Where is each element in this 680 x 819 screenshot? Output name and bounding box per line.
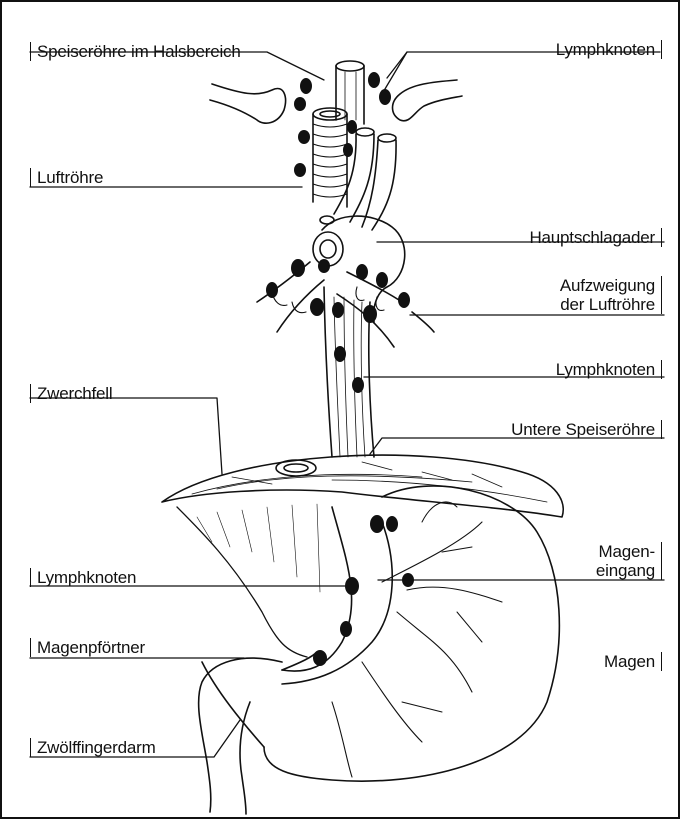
label-lymph-nodes-low: Lymphknoten <box>30 568 136 587</box>
abdominal-cavity <box>177 504 320 657</box>
label-bifurcation-line2: der Luftröhre <box>560 295 655 314</box>
label-stomach: Magen <box>604 652 662 671</box>
label-lymph-nodes-top: Lymphknoten <box>556 40 662 59</box>
label-bifurcation: Aufzweigung der Luftröhre <box>560 276 662 314</box>
label-bifurcation-line1: Aufzweigung <box>560 276 655 295</box>
label-cardia: Magen- eingang <box>596 542 662 580</box>
label-pylorus: Magenpförtner <box>30 638 145 657</box>
trachea-rings <box>313 124 347 197</box>
diaphragm <box>162 455 563 517</box>
label-aorta: Hauptschlagader <box>529 228 662 247</box>
label-duodenum: Zwölffingerdarm <box>30 738 156 757</box>
label-cardia-line1: Magen- <box>596 542 655 561</box>
label-cervical-esophagus: Speiseröhre im Halsbereich <box>30 42 241 61</box>
duodenum <box>199 658 282 814</box>
label-lymph-nodes-mid: Lymphknoten <box>556 360 662 379</box>
esophagus-trachea <box>313 61 396 230</box>
label-diaphragm: Zwerchfell <box>30 384 112 403</box>
label-lower-esophagus: Untere Speiseröhre <box>511 420 662 439</box>
label-trachea: Luftröhre <box>30 168 103 187</box>
label-cardia-line2: eingang <box>596 561 655 580</box>
